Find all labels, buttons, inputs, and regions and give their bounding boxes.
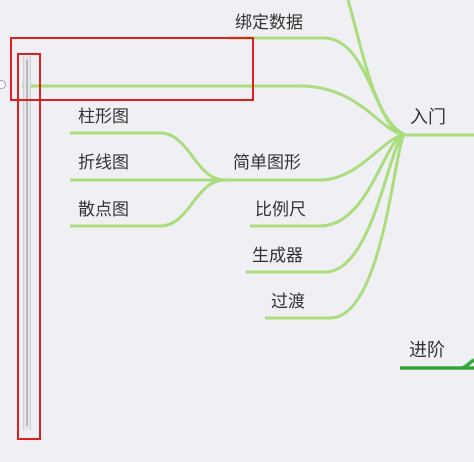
node-intro[interactable]: 入门 — [410, 107, 446, 128]
connector-bind-data — [228, 36, 406, 137]
connector-simple-shapes — [225, 133, 406, 182]
vertical-scroll-thumb[interactable] — [26, 60, 28, 426]
connector-generator — [246, 133, 406, 274]
node-scale[interactable]: 比例尺 — [255, 200, 306, 220]
selection-box-horizontal — [10, 37, 254, 101]
node-generator[interactable]: 生成器 — [252, 246, 303, 266]
node-transition[interactable]: 过渡 — [271, 292, 305, 312]
selection-box-vertical — [17, 53, 41, 440]
node-simple-shapes[interactable]: 简单图形 — [233, 153, 301, 173]
node-line-chart[interactable]: 折线图 — [78, 153, 129, 173]
node-advanced[interactable]: 进阶 — [409, 340, 445, 361]
connector-scale — [250, 133, 406, 228]
node-bar-chart[interactable]: 柱形图 — [78, 107, 129, 127]
node-scatter-chart[interactable]: 散点图 — [78, 200, 129, 220]
connector-transition — [265, 133, 407, 320]
connector-advanced-curve — [461, 358, 474, 370]
connector-offscreen-top — [346, 0, 406, 137]
drag-handle-icon[interactable] — [0, 80, 6, 89]
connector-scatter-chart — [70, 178, 226, 228]
connector-bar-chart — [70, 131, 226, 182]
connector-selected-branch — [22, 84, 406, 137]
node-bind-data[interactable]: 绑定数据 — [235, 13, 303, 33]
